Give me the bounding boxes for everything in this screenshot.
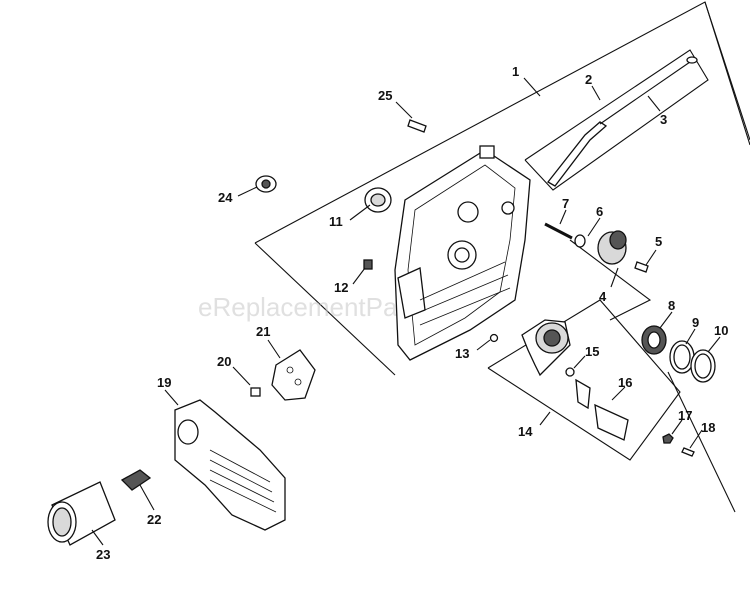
part-16-relief-valve [575,378,629,441]
callout-24: 24 [218,190,233,205]
callout-12: 12 [334,280,348,295]
part-14-oil-pump [521,319,571,377]
callout-19: 19 [157,375,171,390]
callout-13: 13 [455,346,469,361]
part-8-seal-inner [647,331,661,349]
callout-4: 4 [599,289,607,304]
callout-11: 11 [329,214,343,229]
part-9-ring-inner [673,344,691,370]
callout-10: 10 [714,323,728,338]
part-17-nut [662,433,674,444]
callout-17: 17 [678,408,692,423]
part-10-ring-inner [694,353,712,379]
callout-9: 9 [692,315,699,330]
part-25-bolt [407,119,427,133]
callout-14: 14 [518,424,533,439]
callout-labels: 1 2 3 4 5 6 7 8 9 10 11 12 13 14 15 16 1… [96,64,728,562]
callout-3: 3 [660,112,667,127]
callout-7: 7 [562,196,569,211]
callout-21: 21 [256,324,270,339]
leader-lines [91,77,721,546]
part-5-screw [634,261,649,273]
callout-6: 6 [596,204,603,219]
callout-23: 23 [96,547,110,562]
callout-20: 20 [217,354,231,369]
part-20-fitting [250,387,261,397]
part-dipstick [547,56,698,187]
callout-1: 1 [512,64,519,79]
callout-25: 25 [378,88,392,103]
part-11-seal [364,187,392,213]
part-crankcase-cover [394,145,531,361]
callout-22: 22 [147,512,161,527]
callout-2: 2 [585,72,592,87]
part-21-gasket [271,349,316,401]
part-22-nipple [120,469,152,491]
part-19-oil-cooler [174,399,286,531]
callout-15: 15 [585,344,599,359]
part-18-screw [681,447,695,457]
part-24-breather [255,175,277,193]
part-7-pin [544,222,573,240]
part-4-gear [597,230,627,265]
callout-8: 8 [668,298,675,313]
callout-16: 16 [618,375,632,390]
part-13-o-ring [489,333,499,343]
part-23-oil-filter [47,481,116,546]
part-15-ball [565,367,575,377]
part-6-washer [574,234,586,248]
part-12-plug [363,259,373,270]
callout-5: 5 [655,234,662,249]
callout-18: 18 [701,420,715,435]
